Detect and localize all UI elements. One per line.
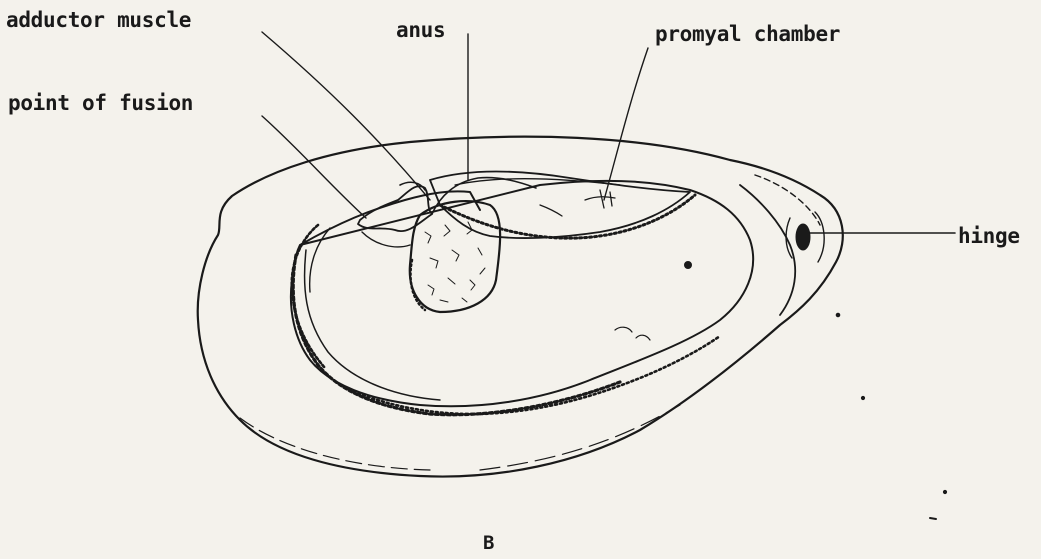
promyal-chamber	[430, 172, 690, 239]
point-of-fusion	[358, 186, 432, 231]
adductor-texture	[425, 222, 485, 302]
mantle-edge	[291, 181, 753, 406]
label-hinge: hinge	[958, 224, 1020, 248]
label-anus: anus	[396, 18, 445, 42]
figure-letter: B	[483, 532, 494, 554]
hinge-ligament	[796, 224, 810, 250]
label-promyal-chamber: promyal chamber	[655, 22, 840, 46]
adductor-leader	[262, 32, 430, 200]
label-adductor-muscle: adductor muscle	[6, 8, 191, 32]
promyal-leader	[604, 48, 648, 200]
label-point-of-fusion: point of fusion	[8, 91, 193, 115]
fusion-leader	[262, 116, 366, 218]
